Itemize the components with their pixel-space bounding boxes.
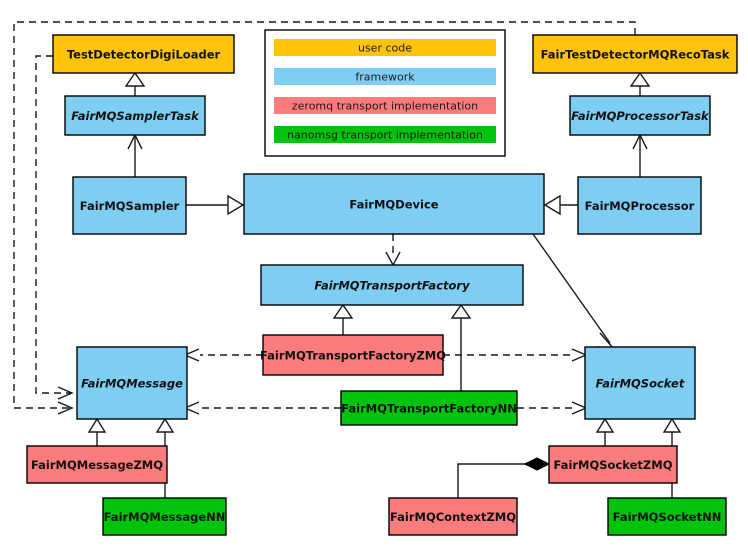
class-box-shape xyxy=(52,34,235,74)
legend-label-user_code: user code xyxy=(358,42,412,55)
class-boxes: TestDetectorDigiLoader FairTestDetectorMQ… xyxy=(26,34,738,536)
class-box-FairMQSampler[interactable]: FairMQSampler xyxy=(72,176,187,235)
class-box-shape xyxy=(262,334,444,376)
class-box-shape xyxy=(607,497,727,536)
class-box-shape xyxy=(340,390,518,426)
legend-entries: user code framework zeromq transport imple… xyxy=(274,39,496,143)
class-box-label: FairMQDevice xyxy=(349,198,438,212)
class-box-label: FairMQContextZMQ xyxy=(390,510,516,524)
edge-socketzmq-to-socket xyxy=(595,417,615,446)
class-box-shape xyxy=(26,445,168,484)
class-box-shape xyxy=(548,445,678,484)
legend-item-user_code: user code xyxy=(274,39,496,56)
edge-sampler-to-device xyxy=(186,194,245,216)
legend-label-zeromq: zeromq transport implementation xyxy=(292,100,478,113)
class-box-shape xyxy=(64,95,206,136)
class-box-label: FairMQProcessorTask xyxy=(571,109,710,123)
class-box-FairMQSocketNN[interactable]: FairMQSocketNN xyxy=(607,497,727,536)
class-box-label: FairMQSampler xyxy=(80,199,180,213)
class-box-FairMQTransportFactory[interactable]: FairMQTransportFactory xyxy=(260,264,524,306)
class-box-FairMQProcessorTask[interactable]: FairMQProcessorTask xyxy=(569,95,711,136)
class-box-shape xyxy=(532,34,738,74)
class-box-FairMQMessageZMQ[interactable]: FairMQMessageZMQ xyxy=(26,445,168,484)
class-box-shape xyxy=(102,497,227,536)
class-box-label: FairMQSamplerTask xyxy=(71,109,200,123)
class-box-FairMQTransportFactoryZMQ[interactable]: FairMQTransportFactoryZMQ xyxy=(260,334,446,376)
class-box-FairMQSocket[interactable]: FairMQSocket xyxy=(584,346,696,420)
class-box-FairMQProcessor[interactable]: FairMQProcessor xyxy=(577,176,702,235)
legend-item-zeromq: zeromq transport implementation xyxy=(274,97,496,114)
class-box-shape xyxy=(584,346,696,420)
edge-samplertask-to-digiloader xyxy=(124,71,146,96)
class-box-shape xyxy=(72,176,187,235)
class-box-FairMQTransportFactoryNN[interactable]: FairMQTransportFactoryNN xyxy=(340,390,518,426)
class-box-FairMQSocketZMQ[interactable]: FairMQSocketZMQ xyxy=(548,445,678,484)
edge-processor-to-device xyxy=(543,194,578,216)
class-box-label: TestDetectorDigiLoader xyxy=(67,48,221,62)
edge-socketzmq-composition-contextzmq xyxy=(457,457,551,498)
class-box-TestDetectorDigiLoader[interactable]: TestDetectorDigiLoader xyxy=(52,34,235,74)
legend-swatch-nanomsg xyxy=(274,126,496,143)
class-box-label: FairMQMessageNN xyxy=(104,510,226,524)
class-box-shape xyxy=(577,176,702,235)
class-box-shape xyxy=(569,95,711,136)
class-box-FairTestDetectorMQRecoTask[interactable]: FairTestDetectorMQRecoTask xyxy=(532,34,738,74)
class-box-label: FairMQSocket xyxy=(596,377,685,391)
class-box-label: FairMQTransportFactory xyxy=(314,279,470,293)
class-box-FairMQMessage[interactable]: FairMQMessage xyxy=(76,346,188,420)
class-box-shape xyxy=(260,264,524,306)
class-box-label: FairTestDetectorMQRecoTask xyxy=(541,48,730,62)
class-box-FairMQMessageNN[interactable]: FairMQMessageNN xyxy=(102,497,227,536)
class-box-label: FairMQTransportFactoryZMQ xyxy=(260,349,446,363)
class-box-shape xyxy=(388,497,518,536)
class-box-label: FairMQMessage xyxy=(81,377,183,391)
legend-swatch-framework xyxy=(274,68,496,85)
legend-swatch-user_code xyxy=(274,39,496,56)
class-box-FairMQContextZMQ[interactable]: FairMQContextZMQ xyxy=(388,497,518,536)
class-box-FairMQSamplerTask[interactable]: FairMQSamplerTask xyxy=(64,95,206,136)
class-box-label: FairMQProcessor xyxy=(585,199,695,213)
class-box-label: FairMQSocketNN xyxy=(613,510,722,524)
legend-label-framework: framework xyxy=(355,71,415,84)
legend-item-nanomsg: nanomsg transport implementation xyxy=(274,126,496,143)
class-box-FairMQDevice[interactable]: FairMQDevice xyxy=(243,173,545,235)
class-box-label: FairMQMessageZMQ xyxy=(31,458,163,472)
legend-item-framework: framework xyxy=(274,68,496,85)
edge-transportfactoryzmq-to-transportfactory xyxy=(332,303,354,335)
edge-messagezmq-to-message xyxy=(87,417,107,446)
class-box-shape xyxy=(243,173,545,235)
class-box-label: FairMQSocketZMQ xyxy=(554,458,673,472)
edge-digiloader-to-message xyxy=(35,55,74,400)
legend-label-nanomsg: nanomsg transport implementation xyxy=(287,129,483,142)
class-box-shape xyxy=(76,346,188,420)
edge-recotask-to-message xyxy=(13,21,636,415)
class-box-label: FairMQTransportFactoryNN xyxy=(341,402,517,416)
legend-swatch-zeromq xyxy=(274,97,496,114)
edge-processortask-to-recotask xyxy=(629,71,651,96)
